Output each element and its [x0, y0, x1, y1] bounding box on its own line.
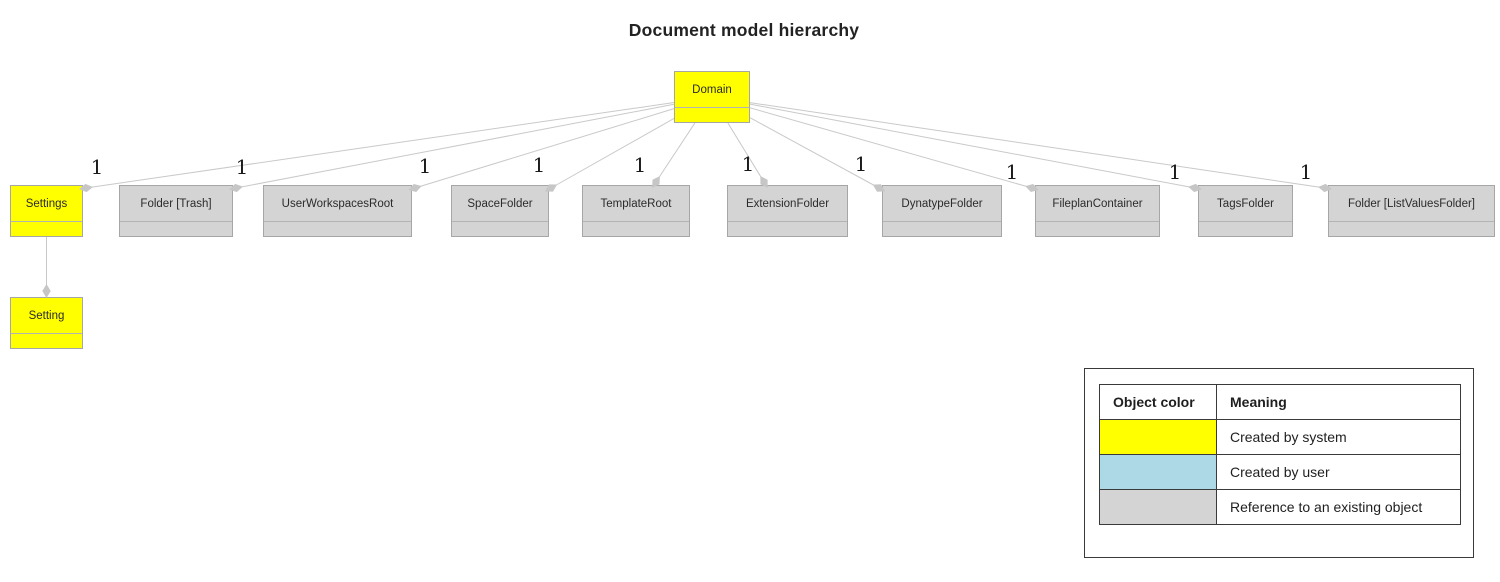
legend-table: Object color Meaning Created by system C… [1099, 384, 1461, 525]
node-folder-listvalues: Folder [ListValuesFolder] [1328, 185, 1495, 237]
node-attributes-compartment [883, 221, 1001, 236]
diagram-title: Document model hierarchy [628, 20, 860, 40]
node-dynatype-folder: DynatypeFolder [882, 185, 1002, 237]
legend-header-meaning: Meaning [1216, 384, 1461, 420]
node-label: TemplateRoot [600, 197, 672, 210]
node-attributes-compartment [1329, 221, 1494, 236]
node-attributes-compartment [1199, 221, 1292, 236]
node-label: ExtensionFolder [745, 197, 830, 210]
node-folder-trash: Folder [Trash] [119, 185, 233, 237]
node-label: SpaceFolder [467, 197, 533, 210]
legend-swatch-created-by-system [1100, 420, 1216, 454]
node-template-root: TemplateRoot [582, 185, 690, 237]
node-setting: Setting [10, 297, 83, 349]
node-user-workspaces-root: UserWorkspacesRoot [263, 185, 412, 237]
legend-header-object-color: Object color [1099, 384, 1217, 420]
node-fileplan-container: FileplanContainer [1035, 185, 1160, 237]
node-label: UserWorkspacesRoot [281, 197, 394, 210]
node-label: Settings [25, 197, 68, 210]
node-label: TagsFolder [1217, 197, 1274, 210]
node-attributes-compartment [452, 221, 548, 236]
node-space-folder: SpaceFolder [451, 185, 549, 237]
legend-meaning: Reference to an existing object [1216, 489, 1461, 525]
node-attributes-compartment [583, 221, 689, 236]
node-attributes-compartment [675, 107, 749, 122]
node-label: Folder [Trash] [140, 197, 212, 210]
legend: Object color Meaning Created by system C… [1084, 368, 1474, 558]
node-label: DynatypeFolder [901, 197, 983, 210]
legend-swatch-created-by-user [1100, 455, 1216, 489]
legend-meaning: Created by system [1216, 419, 1461, 455]
node-label: Folder [ListValuesFolder] [1348, 197, 1475, 210]
node-label: Setting [28, 309, 65, 322]
legend-row: Created by system [1099, 419, 1461, 455]
legend-header-row: Object color Meaning [1099, 384, 1461, 420]
node-attributes-compartment [264, 221, 411, 236]
legend-row: Created by user [1099, 454, 1461, 490]
legend-meaning: Created by user [1216, 454, 1461, 490]
node-tags-folder: TagsFolder [1198, 185, 1293, 237]
node-attributes-compartment [120, 221, 232, 236]
node-attributes-compartment [728, 221, 847, 236]
legend-row: Reference to an existing object [1099, 489, 1461, 525]
node-attributes-compartment [1036, 221, 1159, 236]
node-label: FileplanContainer [1052, 197, 1143, 210]
node-extension-folder: ExtensionFolder [727, 185, 848, 237]
node-attributes-compartment [11, 333, 82, 348]
legend-swatch-reference-existing-object [1100, 490, 1216, 524]
node-settings: Settings [10, 185, 83, 237]
node-attributes-compartment [11, 221, 82, 236]
node-label: Domain [692, 83, 732, 96]
node-domain: Domain [674, 71, 750, 123]
